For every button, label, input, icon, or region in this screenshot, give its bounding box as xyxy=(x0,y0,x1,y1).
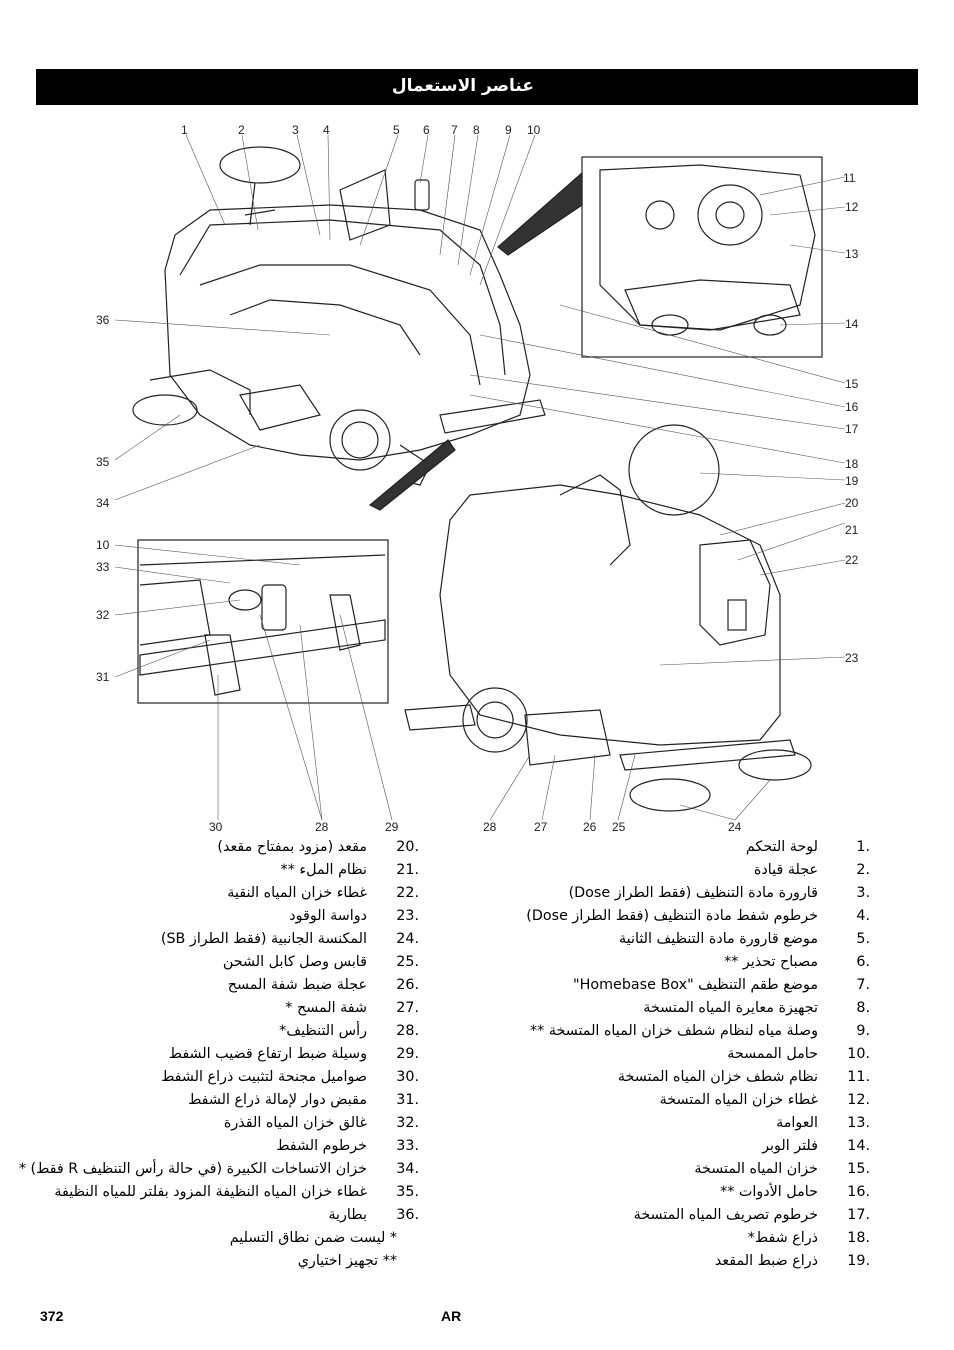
list-item: 26.عجلة ضبط شفة المسح xyxy=(227,977,419,993)
list-item: 23.دواسة الوقود xyxy=(289,908,419,924)
list-item: 30.صواميل مجنحة لتثبيت ذراع الشفط xyxy=(161,1069,419,1085)
callout-label: 18 xyxy=(845,457,859,471)
callout-label: 10 xyxy=(527,123,541,137)
list-item: 21.نظام الملء ** xyxy=(280,862,419,878)
parts-list-left: 20.مقعد (مزود بمفتاح مقعد) 21.نظام الملء… xyxy=(0,836,419,1273)
list-item: 28.رأس التنظيف* xyxy=(279,1023,419,1039)
list-item: 27.شفة المسح * xyxy=(285,1000,419,1016)
list-item: 31.مقبض دوار لإمالة ذراع الشفط xyxy=(188,1092,419,1108)
list-item: 15.خزان المياه المتسخة xyxy=(694,1161,870,1177)
footnote-not-included: * ليست ضمن نطاق التسليم xyxy=(229,1230,397,1246)
list-item: 22.غطاء خزان المياه النقية xyxy=(227,885,419,901)
list-item: 11.نظام شطف خزان المياه المتسخة xyxy=(617,1069,870,1085)
list-item: 12.غطاء خزان المياه المتسخة xyxy=(659,1092,870,1108)
callout-label: 8 xyxy=(473,123,480,137)
list-item: 6.مصباح تحذير ** xyxy=(724,954,870,970)
list-item: 8.تجهيزة معايرة المياه المتسخة xyxy=(643,1000,870,1016)
inset-squeegee-view xyxy=(137,539,389,704)
callout-label: 27 xyxy=(534,820,548,834)
callout-label: 2 xyxy=(238,123,245,137)
machine-illustration xyxy=(114,134,846,821)
callout-label: 9 xyxy=(505,123,512,137)
list-item: 14.فلتر الوبر xyxy=(762,1138,870,1154)
callout-label: 25 xyxy=(612,820,626,834)
callout-label: 29 xyxy=(385,820,399,834)
callout-label: 5 xyxy=(393,123,400,137)
callout-label: 12 xyxy=(845,200,859,214)
machine-rear-view xyxy=(404,474,812,812)
callout-label: 11 xyxy=(843,171,856,185)
callout-label: 3 xyxy=(292,123,299,137)
callout-label: 30 xyxy=(209,820,223,834)
callout-label: 33 xyxy=(96,560,110,574)
header-bar: عناصر الاستعمال xyxy=(36,69,918,105)
callout-label: 36 xyxy=(96,313,110,327)
callout-label: 7 xyxy=(451,123,458,137)
callout-label: 22 xyxy=(845,553,859,567)
list-item: 29.وسيلة ضبط ارتفاع قضيب الشفط xyxy=(168,1046,419,1062)
language-code: AR xyxy=(441,1308,462,1324)
callout-label: 10 xyxy=(96,538,110,552)
list-item: 4.خرطوم شفط مادة التنظيف (فقط الطراز Dos… xyxy=(526,908,870,924)
list-item: 7.موضع طقم التنظيف "Homebase Box" xyxy=(573,977,870,993)
page-title: عناصر الاستعمال xyxy=(391,76,534,96)
callout-label: 28 xyxy=(483,820,497,834)
leader-lines xyxy=(114,134,846,821)
parts-list-right: 1.لوحة التحكم 2.عجلة قيادة 3.قارورة مادة… xyxy=(470,836,870,1273)
callout-label: 26 xyxy=(583,820,597,834)
page-number: 372 xyxy=(40,1308,64,1324)
callout-label: 21 xyxy=(845,523,859,537)
footnote-optional: ** تجهيز اختياري xyxy=(297,1253,397,1269)
list-item: 13.العوامة xyxy=(776,1115,870,1131)
list-item: 19.ذراع ضبط المقعد xyxy=(714,1253,870,1269)
callout-label: 20 xyxy=(845,496,859,510)
list-item: 24.المكنسة الجانبية (فقط الطراز SB) xyxy=(160,931,419,947)
list-item: 20.مقعد (مزود بمفتاح مقعد) xyxy=(217,839,419,855)
list-item: 10.حامل الممسحة xyxy=(727,1046,870,1062)
callout-label: 16 xyxy=(845,400,859,414)
callout-label: 17 xyxy=(845,422,859,436)
list-item: 2.عجلة قيادة xyxy=(753,862,870,878)
list-item: 36.بطارية xyxy=(328,1207,419,1223)
list-item: 32.غالق خزان المياه القذرة xyxy=(223,1115,419,1131)
callout-label: 35 xyxy=(96,455,110,469)
list-item: 3.قارورة مادة التنظيف (فقط الطراز Dose) xyxy=(568,885,870,901)
callout-label: 28 xyxy=(315,820,329,834)
callout-label: 15 xyxy=(845,377,859,391)
callout-label: 6 xyxy=(423,123,430,137)
list-item: 25.قابس وصل كابل الشحن xyxy=(222,954,419,970)
callout-label: 1 xyxy=(181,123,188,137)
list-item: 9.وصلة مياه لنظام شطف خزان المياه المتسخ… xyxy=(530,1023,870,1039)
list-item: 16.حامل الأدوات ** xyxy=(720,1184,870,1200)
list-item: 33.خرطوم الشفط xyxy=(276,1138,419,1154)
list-item: 35.غطاء خزان المياه النظيفة المزود بفلتر… xyxy=(54,1184,419,1200)
callout-label: 24 xyxy=(728,820,742,834)
callout-label: 34 xyxy=(96,496,110,510)
callout-label: 23 xyxy=(845,651,859,665)
list-item: 18.ذراع شفط* xyxy=(747,1230,870,1246)
inset-tank-view xyxy=(581,156,823,358)
list-item: 17.خرطوم تصريف المياه المتسخة xyxy=(633,1207,870,1223)
callout-label: 31 xyxy=(96,670,110,684)
callout-label: 14 xyxy=(845,317,859,331)
list-item: 34.خزان الاتساخات الكبيرة (في حالة رأس ا… xyxy=(18,1161,419,1177)
callout-label: 4 xyxy=(323,123,330,137)
callout-label: 19 xyxy=(845,474,859,488)
machine-front-view xyxy=(132,146,546,486)
list-item: 5.موضع قارورة مادة التنظيف الثانية xyxy=(619,931,870,947)
list-item: 1.لوحة التحكم xyxy=(745,839,870,855)
callout-label: 13 xyxy=(845,247,859,261)
callout-label: 32 xyxy=(96,608,110,622)
inset-seat-lever-view xyxy=(628,424,720,516)
